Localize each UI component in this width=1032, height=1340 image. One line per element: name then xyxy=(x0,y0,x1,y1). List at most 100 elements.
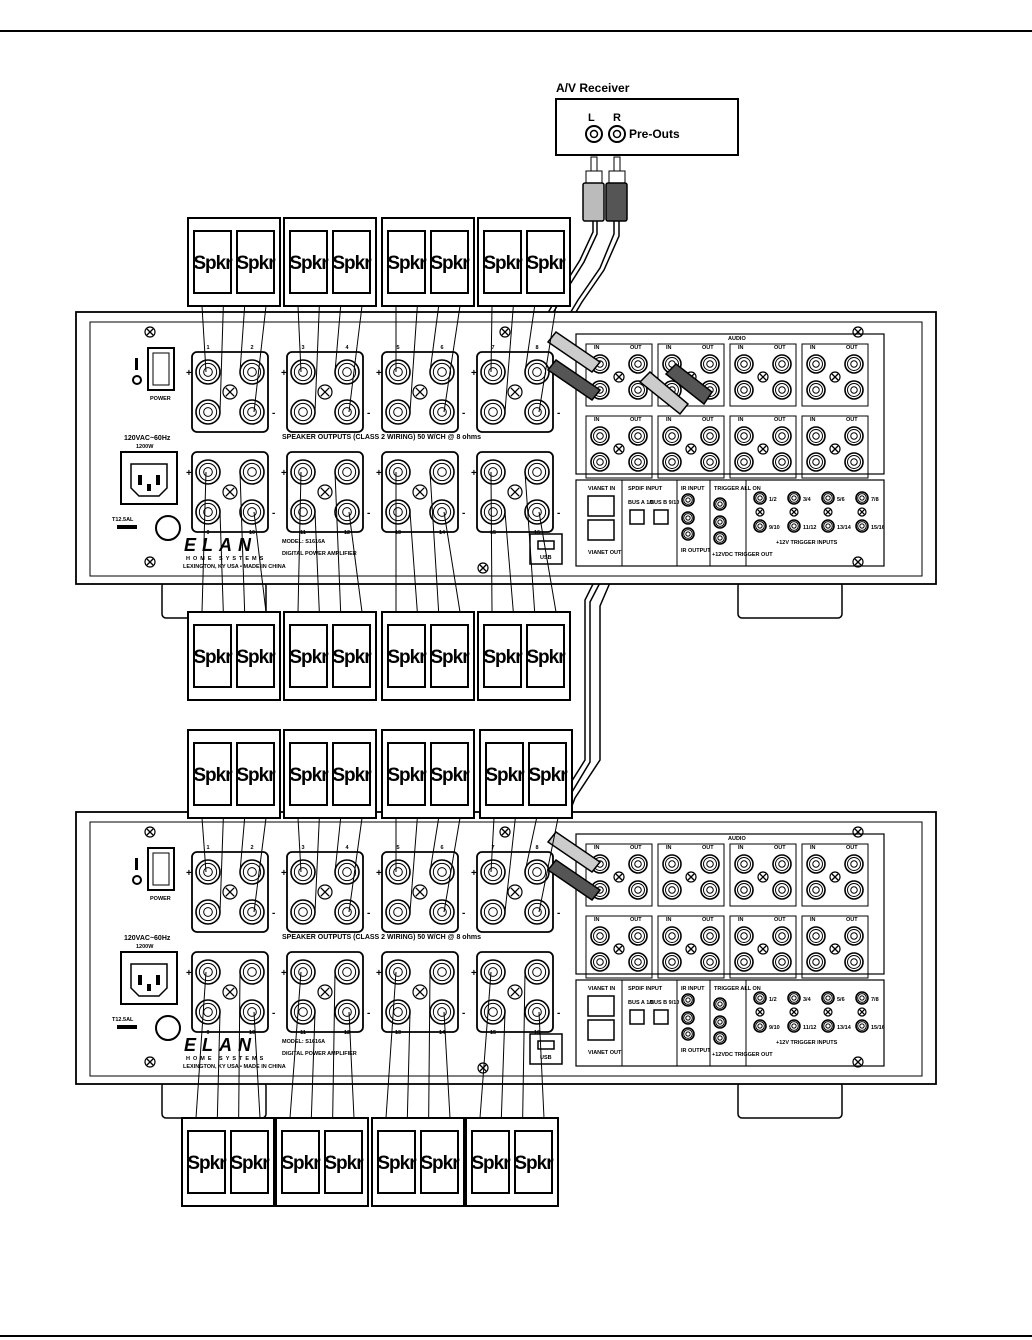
trigger-pair-label: 3/4 xyxy=(803,997,812,1003)
speaker-label: Spkr xyxy=(430,253,470,274)
channel-number: 11 xyxy=(300,1030,306,1036)
screw-icon xyxy=(613,443,625,455)
rca-in-jack xyxy=(734,426,754,446)
plus-mark: + xyxy=(376,468,382,479)
ir-input-label: IR INPUT xyxy=(681,986,705,992)
out-label: OUT xyxy=(846,845,858,851)
rca-out-jack xyxy=(772,452,792,472)
speaker-label: Spkr xyxy=(193,765,233,786)
trigger-input-jack xyxy=(787,991,801,1005)
binding-post xyxy=(290,399,316,425)
binding-post xyxy=(524,459,550,485)
minus-mark: - xyxy=(272,908,275,919)
ac-inlet[interactable] xyxy=(120,951,178,1005)
vianet-out-port[interactable] xyxy=(587,1019,615,1041)
minus-mark: - xyxy=(462,908,465,919)
binding-post xyxy=(195,459,221,485)
minus-mark: - xyxy=(367,408,370,419)
separator-screw-icon xyxy=(507,484,523,500)
separator-screw-icon xyxy=(222,384,238,400)
speaker: Spkr xyxy=(528,742,569,806)
channel-number: 3 xyxy=(301,845,304,851)
screw-icon xyxy=(823,507,833,517)
binding-post xyxy=(480,359,506,385)
spdif-b-port[interactable] xyxy=(653,509,669,525)
speaker: Spkr xyxy=(387,742,428,806)
brand-location: LEXINGTON, KY USA • MADE IN CHINA xyxy=(183,1064,286,1070)
usb-port[interactable] xyxy=(529,533,563,565)
power-switch[interactable] xyxy=(147,847,175,891)
rca-out-jack xyxy=(844,426,864,446)
usb-port[interactable] xyxy=(529,1033,563,1065)
ac-watt-label: 1200W xyxy=(136,444,154,450)
channel-number: 15 xyxy=(490,530,496,536)
plus-mark: + xyxy=(281,868,287,879)
in-label: IN xyxy=(810,345,816,351)
in-label: IN xyxy=(810,845,816,851)
speaker-label: Spkr xyxy=(193,647,233,668)
rca-in-jack xyxy=(590,952,610,972)
separator-screw-icon xyxy=(507,384,523,400)
spdif-a-port[interactable] xyxy=(629,1009,645,1025)
binding-post xyxy=(480,959,506,985)
fuse-holder[interactable] xyxy=(155,515,181,541)
trigger-inputs-label: +12V TRIGGER INPUTS xyxy=(776,540,838,546)
bus-a-label: BUS A 1/2 xyxy=(628,500,654,506)
out-label: OUT xyxy=(630,917,642,923)
rca-in-jack xyxy=(806,380,826,400)
speaker-label: Spkr xyxy=(332,765,372,786)
spdif-a-port[interactable] xyxy=(629,509,645,525)
channel-number: 13 xyxy=(395,530,401,536)
out-label: OUT xyxy=(702,917,714,923)
binding-post xyxy=(334,459,360,485)
trigger-pair-label: 7/8 xyxy=(871,997,879,1003)
vianet-in-port[interactable] xyxy=(587,495,615,517)
in-label: IN xyxy=(666,917,672,923)
fuse-holder[interactable] xyxy=(155,1015,181,1041)
vianet-out-label: VIANET OUT xyxy=(588,1050,622,1056)
screw-icon xyxy=(144,826,156,838)
channel-number: 4 xyxy=(345,345,349,351)
binding-post xyxy=(290,899,316,925)
brand-logo: ELAN xyxy=(184,1035,257,1055)
binding-post xyxy=(480,859,506,885)
vianet-in-port[interactable] xyxy=(587,995,615,1017)
spdif-b-port[interactable] xyxy=(653,1009,669,1025)
rca-out-jack xyxy=(700,452,720,472)
channel-number: 9 xyxy=(206,1030,209,1036)
speaker: Spkr xyxy=(526,230,567,294)
out-label: OUT xyxy=(630,845,642,851)
rca-in-jack xyxy=(806,926,826,946)
speaker: Spkr xyxy=(289,742,330,806)
speaker-label: Spkr xyxy=(289,647,329,668)
speaker-outputs-label: SPEAKER OUTPUTS (CLASS 2 WIRING) 50 W/CH… xyxy=(282,934,481,941)
ac-inlet[interactable] xyxy=(120,451,178,505)
channel-number: 3 xyxy=(301,345,304,351)
minus-mark: - xyxy=(462,408,465,419)
trigger-pair-label: 9/10 xyxy=(769,525,780,531)
speaker-label: Spkr xyxy=(281,1153,321,1174)
vianet-out-port[interactable] xyxy=(587,519,615,541)
trigger-all-on-jack xyxy=(713,497,727,511)
rca-in-jack xyxy=(806,854,826,874)
speaker-label: Spkr xyxy=(377,1153,417,1174)
screw-icon xyxy=(755,1007,765,1017)
channel-number: 13 xyxy=(395,1030,401,1036)
speaker-label: Spkr xyxy=(332,253,372,274)
binding-post xyxy=(429,399,455,425)
ir-output-jack xyxy=(681,1027,695,1041)
channel-number: 6 xyxy=(440,845,443,851)
rca-in-jack xyxy=(734,926,754,946)
trigger-out-jack xyxy=(713,515,727,529)
rca-in-jack xyxy=(734,354,754,374)
in-label: IN xyxy=(666,845,672,851)
power-switch[interactable] xyxy=(147,347,175,391)
